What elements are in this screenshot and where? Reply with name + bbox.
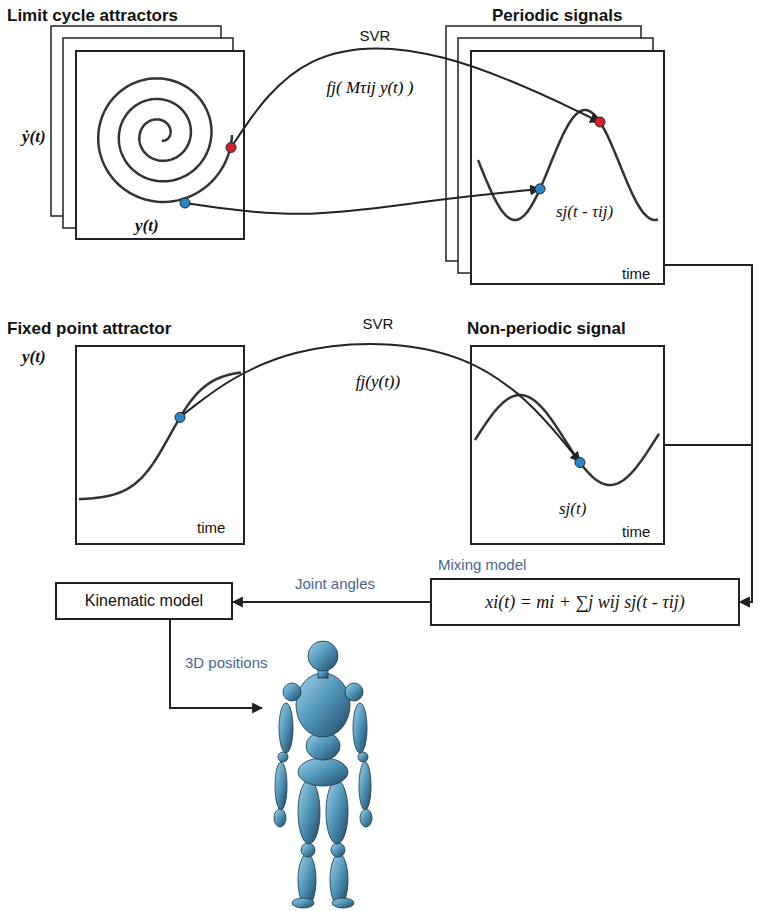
figure-part: [308, 641, 338, 671]
non-periodic-curve: [475, 395, 659, 485]
edge-label: Joint angles: [293, 575, 377, 592]
box-label: Kinematic model: [85, 592, 203, 610]
figure-part: [353, 703, 367, 753]
mapping-formula: fj(y(t)): [354, 372, 402, 392]
signal-panel: Non-periodic signalsj(t)time: [470, 345, 665, 545]
panel-ground: [470, 345, 665, 545]
connector-arrow: [233, 601, 430, 603]
connector-arrow: [185, 189, 540, 214]
axis-label: time: [622, 523, 650, 540]
axis-label: time: [197, 519, 225, 536]
figure-part: [275, 762, 287, 810]
figure-part: [292, 898, 314, 908]
figure-part: [359, 762, 371, 810]
mapping-formula: fj( Mτij y(t) ): [325, 78, 416, 98]
panel-ground: [470, 50, 665, 285]
panel-title: Periodic signals: [492, 6, 622, 26]
connector-arrow: [180, 344, 580, 462]
formula: xi(t) = mi + ∑j wij sj(t - τij): [485, 592, 685, 613]
axis-label: y(t): [22, 347, 46, 367]
figure-part: [301, 843, 315, 857]
flow-label: 3D positions: [183, 654, 270, 671]
signal-label: sj(t): [557, 499, 588, 519]
human-figure: [274, 641, 372, 908]
figure-part: [332, 898, 354, 908]
box-heading: Mixing model: [438, 556, 526, 573]
signal-label: sj(t - τij): [554, 202, 615, 222]
figure-part: [296, 673, 350, 737]
figure-part: [298, 780, 320, 844]
figure-part: [358, 752, 368, 762]
state-dot: [175, 412, 185, 422]
signal-panel: Periodic signalssj(t - τij)time: [470, 50, 665, 285]
figure-part: [331, 843, 345, 857]
state-dot: [575, 458, 585, 468]
figure-part: [283, 683, 301, 701]
figure-part: [298, 758, 348, 786]
panel-ground: [75, 50, 245, 240]
state-dot: [226, 143, 236, 153]
axis-label: y(t): [135, 216, 159, 236]
figure-part: [274, 809, 286, 827]
state-dot: [535, 184, 545, 194]
panel-title: Non-periodic signal: [467, 319, 626, 339]
state-dot: [180, 198, 190, 208]
figure-part: [326, 780, 348, 844]
attractor-panel: Fixed point attractory(t)time: [75, 345, 245, 545]
figure-part: [279, 703, 293, 753]
connector-arrow: [665, 265, 752, 602]
figure-part: [360, 809, 372, 827]
state-dot: [595, 117, 605, 127]
connector-arrow: [231, 49, 600, 148]
edge-label: SVR: [361, 315, 396, 332]
figure-part: [278, 752, 288, 762]
panel-ground: [75, 345, 245, 545]
sigmoid-curve: [79, 372, 241, 499]
kinematic-model-box: Kinematic model: [55, 582, 233, 620]
spiral-trajectory: [98, 78, 232, 202]
attractor-panel: Limit cycle attractorsẏ(t)y(t): [75, 50, 245, 240]
panel-title: Limit cycle attractors: [7, 6, 178, 26]
panel-title: Fixed point attractor: [7, 319, 171, 339]
figure-part: [345, 683, 363, 701]
edge-label: SVR: [358, 27, 393, 44]
mixing-model-box: Mixing modelxi(t) = mi + ∑j wij sj(t - τ…: [430, 578, 740, 626]
axis-label: ẏ(t): [22, 127, 46, 147]
axis-label: time: [622, 265, 650, 282]
